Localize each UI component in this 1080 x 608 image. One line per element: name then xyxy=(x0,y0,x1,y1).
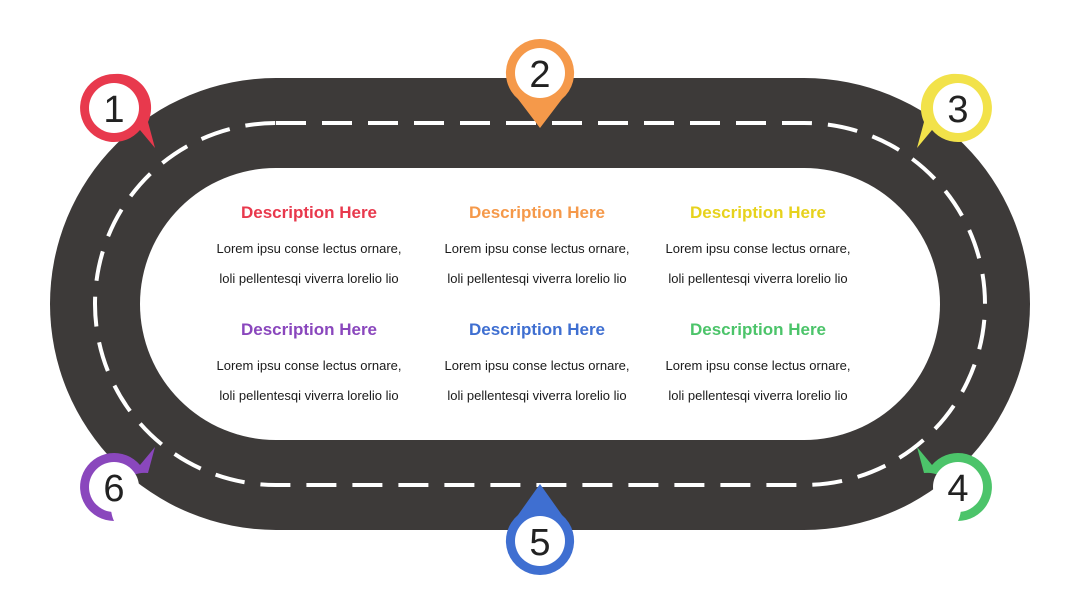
description-block-6: Description Here Lorem ipsu conse lectus… xyxy=(648,320,868,403)
marker-5-pin: 5 xyxy=(505,484,575,576)
description-text-line-1: Lorem ipsu conse lectus ornare, xyxy=(665,358,851,373)
description-block-2: Description Here Lorem ipsu conse lectus… xyxy=(427,203,647,286)
marker-pin-face xyxy=(89,83,139,133)
marker-pin-face xyxy=(515,48,565,98)
description-block-3: Description Here Lorem ipsu conse lectus… xyxy=(648,203,868,286)
description-text-line-1: Lorem ipsu conse lectus ornare, xyxy=(444,358,630,373)
description-text-line-2: loli pellentesqi viverra lorelio lio xyxy=(668,388,848,403)
description-text-line-1: Lorem ipsu conse lectus ornare, xyxy=(444,241,630,256)
marker-number: 4 xyxy=(947,468,968,510)
description-text-line-1: Lorem ipsu conse lectus ornare, xyxy=(216,241,402,256)
marker-1-pin: 1 xyxy=(80,73,155,148)
description-block-5: Description Here Lorem ipsu conse lectus… xyxy=(427,320,647,403)
description-title: Description Here xyxy=(240,320,378,339)
marker-number: 2 xyxy=(529,54,550,96)
marker-number: 1 xyxy=(103,89,124,131)
description-block-1: Description Here Lorem ipsu conse lectus… xyxy=(199,203,419,286)
description-text-line-1: Lorem ipsu conse lectus ornare, xyxy=(216,358,402,373)
description-text-line-2: loli pellentesqi viverra lorelio lio xyxy=(219,388,399,403)
description-text-line-2: loli pellentesqi viverra lorelio lio xyxy=(219,271,399,286)
description-title: Description Here xyxy=(240,203,378,222)
description-title: Description Here xyxy=(689,320,827,339)
marker-pin-face xyxy=(933,462,983,512)
description-title: Description Here xyxy=(468,320,606,339)
marker-pin-face xyxy=(515,516,565,566)
description-block-4: Description Here Lorem ipsu conse lectus… xyxy=(199,320,419,403)
description-text-line-2: loli pellentesqi viverra lorelio lio xyxy=(668,271,848,286)
marker-number: 3 xyxy=(947,89,968,131)
marker-4-pin: 4 xyxy=(917,447,992,521)
marker-pin-face xyxy=(89,462,139,512)
description-title: Description Here xyxy=(468,203,606,222)
marker-3-pin: 3 xyxy=(917,73,992,148)
description-text-line-1: Lorem ipsu conse lectus ornare, xyxy=(665,241,851,256)
description-text-line-2: loli pellentesqi viverra lorelio lio xyxy=(447,271,627,286)
marker-number: 5 xyxy=(529,522,550,564)
marker-pin-face xyxy=(933,83,983,133)
track-infield xyxy=(140,168,940,440)
marker-number: 6 xyxy=(103,468,124,510)
description-text-line-2: loli pellentesqi viverra lorelio lio xyxy=(447,388,627,403)
marker-6-pin: 6 xyxy=(80,447,155,521)
marker-2-pin: 2 xyxy=(505,38,575,128)
description-title: Description Here xyxy=(689,203,827,222)
